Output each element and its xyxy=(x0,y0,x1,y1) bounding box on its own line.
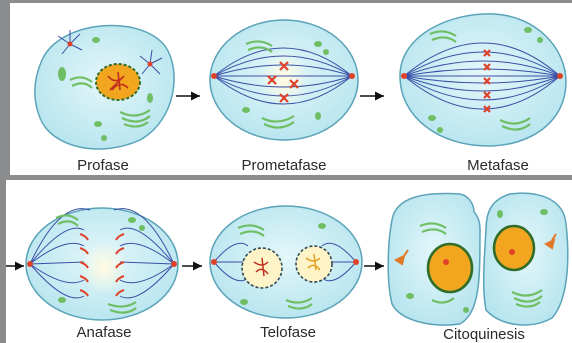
metafase-cell xyxy=(400,14,566,146)
prometafase-cell xyxy=(210,20,358,140)
label-profase: Profase xyxy=(77,157,129,174)
telofase-cell xyxy=(210,206,362,318)
anafase-cell xyxy=(26,208,178,320)
label-citoquinesis: Citoquinesis xyxy=(443,326,525,343)
label-anafase: Anafase xyxy=(76,324,131,341)
label-metafase: Metafase xyxy=(467,157,529,174)
profase-cell xyxy=(35,25,174,148)
label-prometafase: Prometafase xyxy=(241,157,326,174)
label-telofase: Telofase xyxy=(260,324,316,341)
